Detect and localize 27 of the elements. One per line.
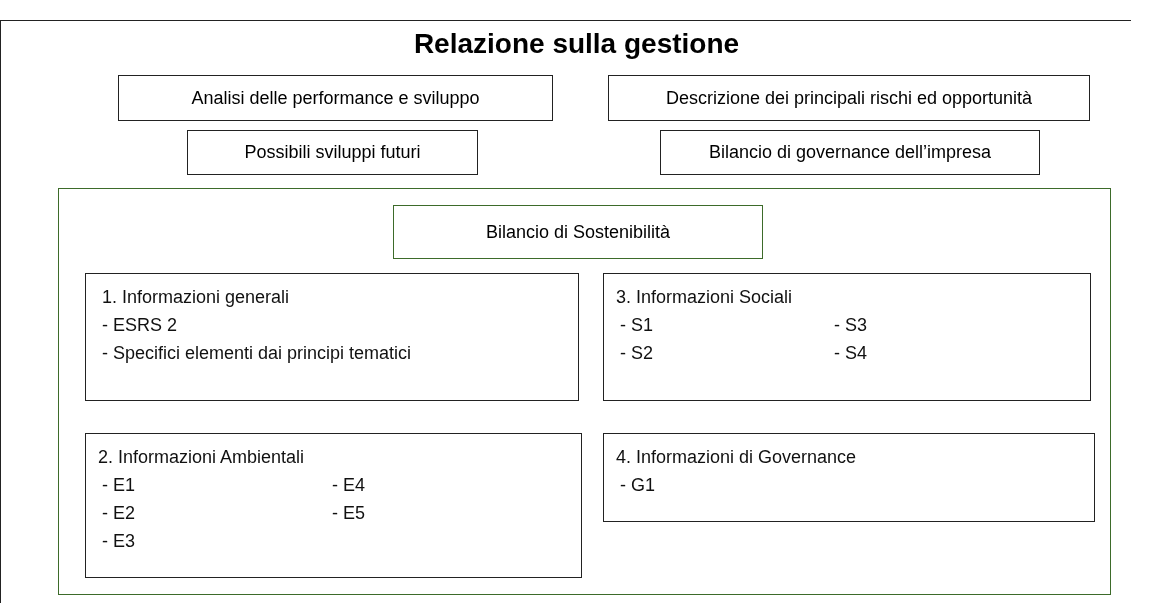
section-box (603, 273, 1091, 401)
list-item: - S2 (620, 342, 653, 364)
list-item: - E2 (102, 502, 135, 524)
section-heading: 4. Informazioni di Governance (616, 446, 857, 468)
list-item: - Specifici elementi dai principi tematici (102, 342, 412, 364)
list-item: - E3 (102, 530, 135, 552)
section-box (85, 273, 579, 401)
section-heading: 2. Informazioni Ambientali (98, 446, 305, 468)
list-item: - S4 (834, 342, 867, 364)
text-box: Bilancio di governance dell’impresa (660, 130, 1040, 175)
list-item: - E4 (332, 474, 365, 496)
section-box (85, 433, 582, 578)
text-box: Analisi delle performance e sviluppo (118, 75, 553, 121)
text-box: Possibili sviluppi futuri (187, 130, 478, 175)
section-heading: 3. Informazioni Sociali (616, 286, 793, 308)
section-frame (58, 188, 1111, 595)
list-item: - E1 (102, 474, 135, 496)
list-item: - ESRS 2 (102, 314, 178, 336)
text-box: Descrizione dei principali rischi ed opportunità (608, 75, 1090, 121)
section-box (603, 433, 1095, 522)
list-item: - S1 (620, 314, 653, 336)
text-box: Bilancio di Sostenibilità (393, 205, 763, 259)
list-item: - E5 (332, 502, 365, 524)
section-heading: 1. Informazioni generali (102, 286, 290, 308)
title: Relazione sulla gestione (413, 28, 740, 60)
list-item: - S3 (834, 314, 867, 336)
list-item: - G1 (620, 474, 655, 496)
